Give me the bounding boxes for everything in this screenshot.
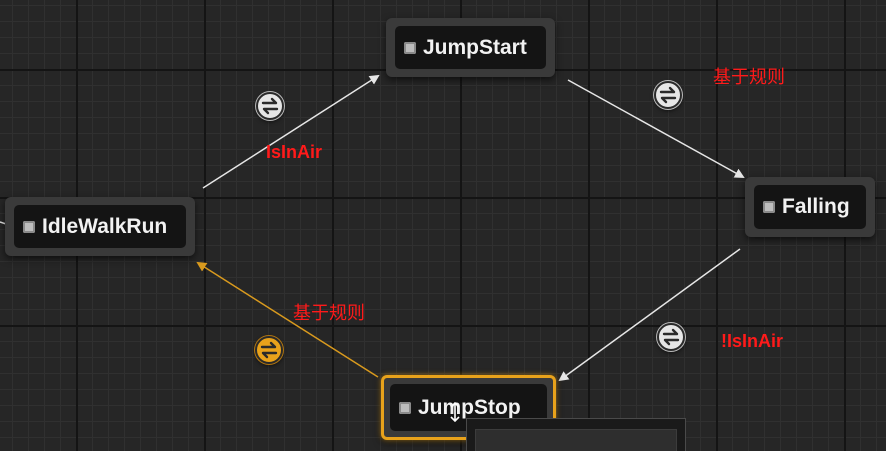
tooltip-panel-body: [475, 429, 677, 451]
state-node-body: Falling: [754, 185, 866, 229]
wire-jumpstart-to-falling[interactable]: [567, 79, 745, 178]
transition-arrows-icon: [261, 97, 279, 115]
state-node-falling[interactable]: Falling: [745, 177, 875, 237]
state-node-jumpstart[interactable]: JumpStart: [386, 18, 555, 77]
state-label-jumpstart: JumpStart: [423, 35, 527, 59]
state-label-falling: Falling: [782, 195, 850, 218]
annotation-not-isinair: !IsInAir: [721, 331, 784, 351]
transition-arrows-icon: [662, 328, 680, 346]
tooltip-panel: [466, 418, 686, 451]
state-node-body: JumpStart: [395, 26, 546, 69]
state-node-icon: [23, 220, 35, 233]
state-node-body: IdleWalkRun: [14, 205, 186, 248]
transition-rule-icon[interactable]: [654, 81, 682, 109]
state-label-jumpstop: JumpStop: [418, 395, 521, 419]
move-cursor-icon: [450, 402, 460, 422]
state-node-icon: [399, 401, 411, 414]
annotation-isinair: IsInAir: [266, 142, 323, 162]
state-node-icon: [404, 41, 416, 54]
annotation-rule-based-top: 基于规则: [713, 67, 785, 87]
transition-arrows-icon: [260, 341, 278, 359]
transition-rule-icon[interactable]: [657, 323, 685, 351]
state-label-idlewalkrun: IdleWalkRun: [42, 214, 168, 238]
transition-rule-icon-selected[interactable]: [255, 336, 283, 364]
wire-jumpstop-to-idle[interactable]: [196, 261, 379, 378]
wire-falling-to-jumpstop[interactable]: [558, 248, 741, 382]
annotation-rule-based-bottom: 基于规则: [293, 303, 365, 323]
state-node-icon: [763, 201, 775, 213]
wire-idle-to-jumpstart[interactable]: [202, 74, 380, 189]
transition-arrows-icon: [659, 86, 677, 104]
state-node-idlewalkrun[interactable]: IdleWalkRun: [5, 197, 195, 256]
transition-rule-icon[interactable]: [256, 92, 284, 120]
